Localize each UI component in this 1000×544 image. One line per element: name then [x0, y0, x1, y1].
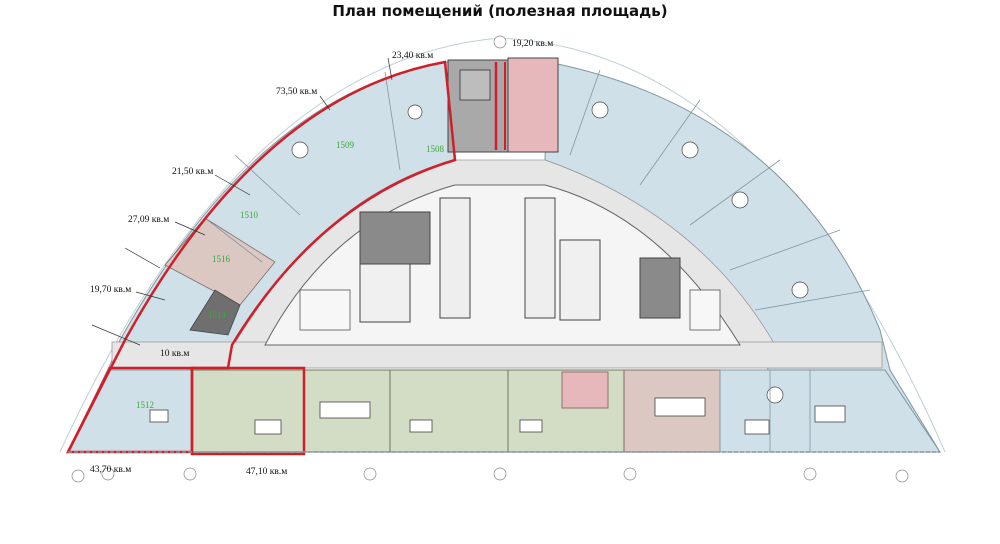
meeting-table-2 — [654, 397, 706, 417]
service-room-east — [689, 289, 721, 331]
core-shaft-2 — [524, 197, 556, 319]
area-label-19-20: 19,20 кв.м — [512, 39, 553, 49]
area-label-43-70: 43,70 кв.м — [90, 465, 131, 475]
plan-title: План помещений (полезная площадь) — [332, 2, 668, 20]
room-number-1508: 1508 — [426, 144, 445, 154]
wc-east — [639, 257, 681, 319]
highlight-west-ring — [66, 60, 457, 453]
axis-marker — [623, 467, 637, 481]
desk-c — [519, 419, 543, 433]
meeting-table-1 — [319, 401, 371, 419]
round-table-4 — [791, 281, 809, 299]
room-number-1516: 1516 — [212, 254, 231, 264]
partition — [569, 69, 601, 156]
service-room — [299, 289, 351, 331]
top-core-lift — [459, 69, 491, 101]
desk-a — [254, 419, 282, 435]
axis-marker — [71, 469, 85, 483]
axis-marker — [493, 467, 507, 481]
axis-marker — [101, 467, 115, 481]
area-label-27-09: 27,09 кв.м — [128, 215, 169, 225]
partition — [384, 71, 401, 171]
round-table-5 — [766, 386, 784, 404]
room-number-1510: 1510 — [240, 210, 259, 220]
room-number-1514: 1514 — [208, 310, 227, 320]
desk-b — [409, 419, 433, 433]
axis-marker — [363, 467, 377, 481]
round-table-1 — [291, 141, 309, 159]
office-green-3 — [389, 369, 509, 453]
room-number-1512: 1512 — [136, 400, 154, 410]
area-label-10: 10 кв.м — [160, 349, 189, 359]
desk-d — [744, 419, 770, 435]
office-green-1 — [191, 369, 305, 453]
round-table-6 — [591, 101, 609, 119]
partition — [639, 99, 701, 186]
room-1512 — [67, 369, 193, 453]
axis-marker — [895, 469, 909, 483]
leader-line — [387, 57, 393, 81]
core-shaft-3 — [559, 239, 601, 321]
leader-line — [319, 95, 331, 111]
room-1514-core — [189, 289, 241, 336]
leader-line — [174, 221, 206, 236]
partition — [204, 217, 263, 263]
area-label-73-50: 73,50 кв.м — [276, 87, 317, 97]
leader-line — [135, 291, 166, 301]
area-label-23-40: 23,40 кв.м — [392, 51, 433, 61]
area-label-19-70: 19,70 кв.м — [90, 285, 131, 295]
round-table-2 — [681, 141, 699, 159]
top-core-pink — [507, 57, 559, 153]
leader-line — [124, 247, 161, 269]
highlight-47 — [190, 366, 306, 456]
partition — [754, 289, 871, 311]
office-wc-pink — [561, 371, 609, 409]
area-label-47-10: 47,10 кв.м — [246, 467, 287, 477]
desk-1512 — [149, 409, 169, 423]
round-table-3 — [731, 191, 749, 209]
leader-line — [214, 174, 251, 196]
area-label-21-50: 21,50 кв.м — [172, 167, 213, 177]
leader-line — [91, 324, 141, 346]
core-shaft-1 — [439, 197, 471, 319]
axis-marker — [803, 467, 817, 481]
axis-marker — [183, 467, 197, 481]
partition — [234, 154, 301, 216]
room-number-1509: 1509 — [336, 140, 355, 150]
partition — [729, 229, 841, 271]
stair-west — [359, 261, 411, 323]
partition — [689, 159, 781, 226]
axis-marker — [493, 35, 507, 49]
main-corridor — [111, 341, 883, 369]
desk-e — [814, 405, 846, 423]
round-table-7 — [407, 104, 423, 120]
wc-west — [359, 211, 431, 265]
